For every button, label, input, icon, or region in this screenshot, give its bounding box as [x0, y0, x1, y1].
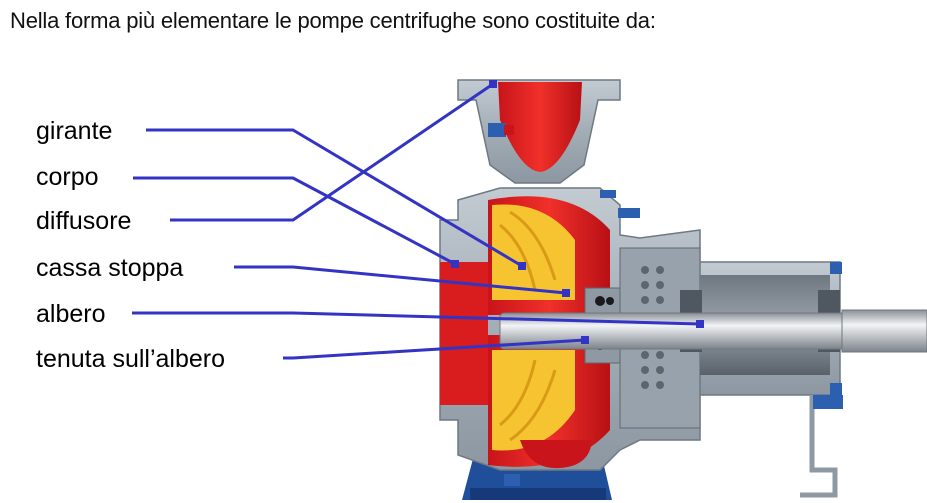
leader-corpo — [133, 176, 456, 266]
leader-tenuta — [283, 338, 586, 360]
leader-lines — [132, 82, 701, 360]
label-corpo: corpo — [36, 163, 99, 191]
leader-albero — [132, 311, 701, 326]
leader-endpoints — [451, 80, 704, 344]
label-albero: albero — [36, 300, 106, 328]
label-diffusore: diffusore — [36, 207, 132, 235]
leader-cassa-stoppa — [234, 265, 567, 295]
bolts — [504, 190, 842, 486]
bearing-housing — [619, 247, 843, 498]
outlet-nozzle — [457, 79, 621, 184]
label-cassa-stoppa: cassa stoppa — [36, 254, 184, 282]
impeller — [488, 196, 610, 469]
label-girante: girante — [36, 117, 113, 145]
page-heading: Nella forma più elementare le pompe cent… — [10, 8, 656, 33]
shaft — [499, 309, 927, 353]
label-tenuta: tenuta sull’albero — [36, 345, 226, 373]
leader-girante — [146, 128, 523, 268]
leader-diffusore — [170, 82, 494, 222]
